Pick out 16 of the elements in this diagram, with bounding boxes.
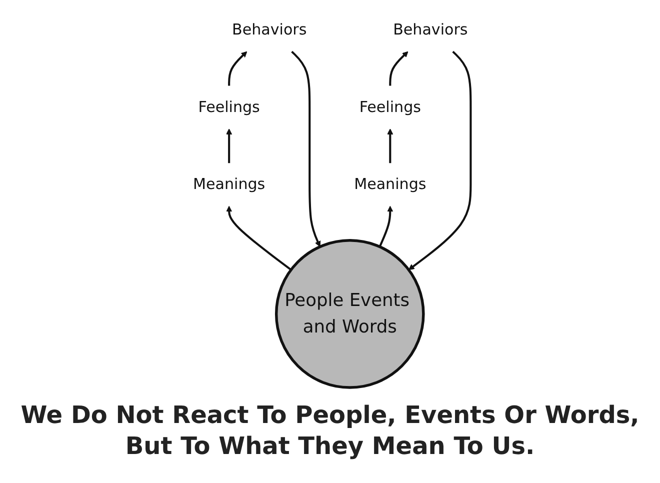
node-text: Meanings: [192, 176, 265, 193]
node-text: Feelings: [358, 98, 421, 116]
arrow: [290, 50, 320, 247]
node-text: Meanings: [354, 176, 426, 193]
arrow: [228, 50, 247, 86]
node-text: Feelings: [198, 98, 260, 116]
node-text: Behaviors: [232, 20, 306, 38]
arrow: [388, 50, 408, 86]
node-circle: People Events and Words: [274, 238, 424, 388]
arrow: [226, 128, 232, 163]
caption: We Do Not React To People, Events Or Words, But To What They Mean To Us.: [20, 400, 640, 462]
arrow: [226, 205, 292, 270]
arrow: [386, 128, 393, 163]
arrow: [378, 205, 393, 247]
node-text: Behaviors: [392, 20, 468, 38]
arrow: [408, 50, 472, 270]
